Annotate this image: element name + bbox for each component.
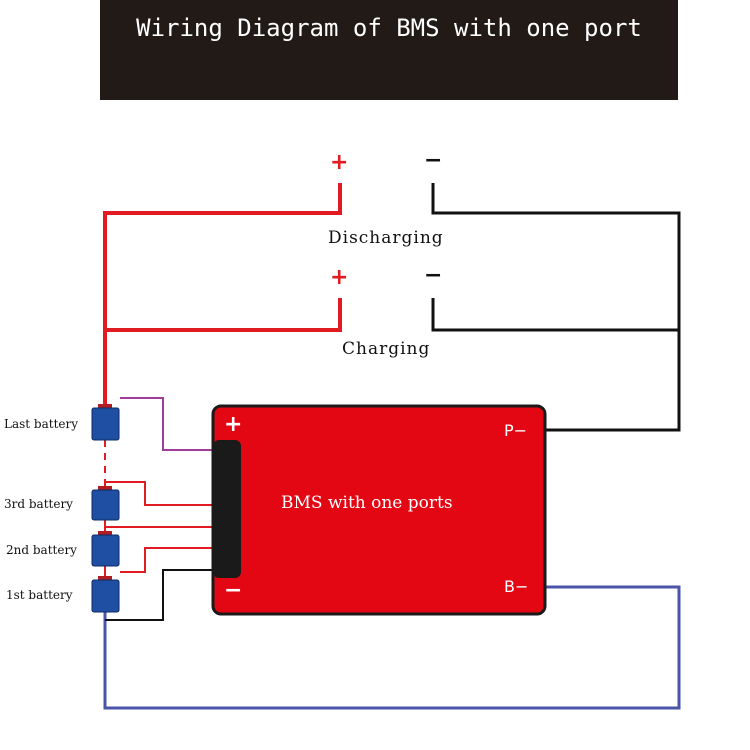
discharging-label: Discharging (328, 228, 444, 248)
battery-cell-3rd (91, 489, 120, 521)
battery-cell-3rd-tab (98, 486, 112, 492)
b-minus-wire (103, 585, 681, 710)
charge-negative-wire (431, 298, 679, 332)
sense-wire-last (120, 397, 216, 451)
bms-name-label: BMS with one ports (281, 493, 453, 513)
battery-cell-2nd-tab (98, 531, 112, 537)
title-banner: Wiring Diagram of BMS with one port (100, 0, 678, 100)
battery-cell-last (91, 407, 120, 441)
bms-plus-terminal: + (224, 412, 243, 437)
charge-plus-sign: + (330, 265, 349, 290)
diagram-title: Wiring Diagram of BMS with one port (136, 14, 642, 42)
bms-p-minus-terminal: P− (504, 421, 528, 440)
battery-label-3rd: 3rd battery (4, 497, 73, 511)
battery-label-1st: 1st battery (6, 588, 73, 602)
bms-connector-strip (213, 440, 241, 578)
charging-label: Charging (342, 339, 431, 359)
charge-positive-wire (105, 298, 342, 332)
battery-cell-last-tab (98, 404, 112, 410)
sense-wire-1st (105, 569, 216, 621)
discharge-minus-sign: − (424, 148, 443, 173)
sense-wire-2nd-lower (120, 547, 216, 573)
battery-cell-1st (91, 579, 120, 613)
bms-b-minus-terminal: B− (504, 577, 529, 596)
charge-minus-sign: − (424, 263, 443, 288)
battery-cell-2nd (91, 534, 120, 567)
battery-label-2nd: 2nd battery (6, 543, 77, 557)
sense-wire-3rd (105, 481, 216, 506)
discharge-plus-sign: + (330, 150, 349, 175)
discharge-positive-wire (103, 183, 342, 408)
discharge-negative-wire (431, 183, 681, 432)
battery-cell-1st-tab (98, 576, 112, 582)
battery-label-last: Last battery (4, 417, 79, 431)
bms-minus-terminal: − (224, 578, 243, 603)
